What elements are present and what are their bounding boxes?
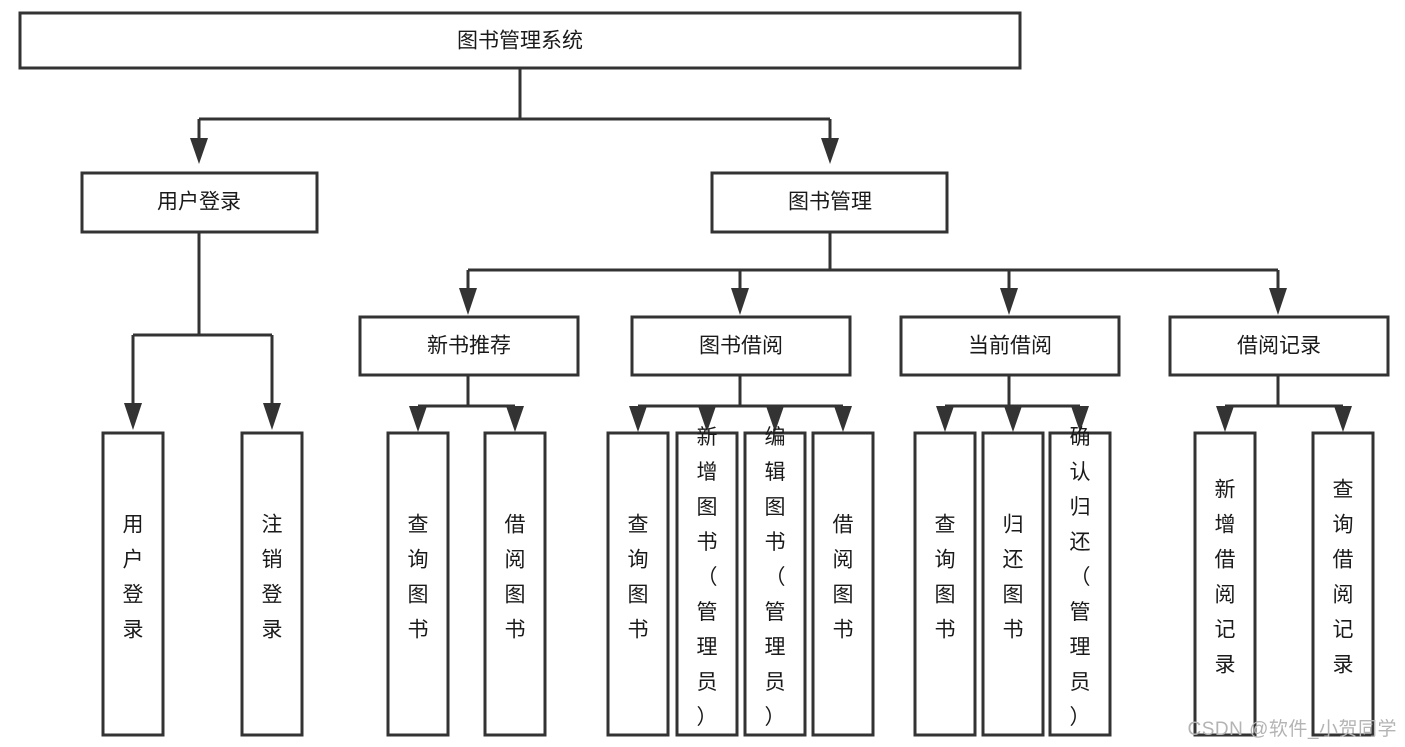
- node-user-login-label: 用户登录: [157, 191, 241, 214]
- node-leaf-borrow-book-2[interactable]: 借阅图书: [811, 431, 875, 737]
- arrow-book-manage-b1-icon: [459, 288, 477, 315]
- edge-group-user-login: [124, 232, 281, 430]
- node-leaf-confirm-return-box[interactable]: [1048, 431, 1112, 737]
- node-leaf-add-book-box[interactable]: [675, 431, 739, 737]
- arrow-root-to-user-login-icon: [190, 138, 208, 164]
- node-leaf-return-book[interactable]: 归还图书: [981, 431, 1045, 737]
- edge-group-root: [190, 68, 839, 164]
- node-leaf-add-book-label: 新增图书（管理员）: [697, 426, 718, 729]
- node-book-borrow-box[interactable]: [630, 315, 852, 377]
- arrow-bb-b3-icon: [766, 406, 784, 432]
- node-leaf-query-book-2-label: 查询图书: [628, 514, 649, 642]
- node-leaf-query-book-1[interactable]: 查询图书: [386, 431, 450, 737]
- node-leaf-user-login-label: 用户登录: [123, 514, 144, 642]
- node-leaf-query-book-3[interactable]: 查询图书: [913, 431, 977, 737]
- node-leaf-query-record-label: 查询借阅记录: [1333, 479, 1354, 677]
- arrow-book-manage-b4-icon: [1269, 288, 1287, 315]
- node-borrow-record-box[interactable]: [1168, 315, 1390, 377]
- node-leaf-borrow-book-2-box[interactable]: [811, 431, 875, 737]
- arrow-cb-b3-icon: [1071, 406, 1089, 432]
- node-user-login-box[interactable]: [80, 171, 319, 234]
- node-leaf-edit-book-label: 编辑图书（管理员）: [765, 426, 786, 729]
- arrow-book-manage-b3-icon: [1000, 288, 1018, 315]
- node-leaf-add-record[interactable]: 新增借阅记录: [1193, 431, 1257, 737]
- arrow-bb-b2-icon: [698, 406, 716, 432]
- node-leaf-edit-book[interactable]: 编辑图书（管理员）: [743, 426, 807, 737]
- node-leaf-borrow-book-2-label: 借阅图书: [833, 514, 854, 642]
- arrow-cb-b2-icon: [1004, 406, 1022, 432]
- edge-group-new-book-recommend: [409, 375, 524, 432]
- node-leaf-query-book-3-label: 查询图书: [935, 514, 956, 642]
- arrow-br-b1-icon: [1216, 406, 1234, 432]
- arrow-bb-b4-icon: [834, 406, 852, 432]
- node-new-book-recommend[interactable]: 新书推荐: [358, 315, 580, 377]
- arrow-user-login-leaf2-icon: [263, 403, 281, 430]
- edge-group-book-manage: [459, 232, 1287, 315]
- node-leaf-query-book-1-box[interactable]: [386, 431, 450, 737]
- node-leaf-confirm-return[interactable]: 确认归还（管理员）: [1048, 426, 1112, 737]
- edge-group-current-borrow: [936, 375, 1089, 432]
- node-new-book-recommend-box[interactable]: [358, 315, 580, 377]
- node-leaf-query-book-2[interactable]: 查询图书: [606, 431, 670, 737]
- node-leaf-return-book-label: 归还图书: [1003, 514, 1024, 642]
- node-leaf-query-record[interactable]: 查询借阅记录: [1311, 431, 1375, 737]
- arrow-nbr-b1-icon: [409, 406, 427, 432]
- node-leaf-user-logout-label: 注销登录: [262, 514, 283, 642]
- node-leaf-add-record-label: 新增借阅记录: [1215, 479, 1236, 677]
- node-book-borrow[interactable]: 图书借阅: [630, 315, 852, 377]
- node-book-manage-box[interactable]: [710, 171, 949, 234]
- node-leaf-return-book-box[interactable]: [981, 431, 1045, 737]
- node-leaf-edit-book-box[interactable]: [743, 431, 807, 737]
- node-root-box[interactable]: [18, 11, 1022, 70]
- node-root[interactable]: 图书管理系统: [18, 11, 1022, 70]
- node-current-borrow-label: 当前借阅: [968, 335, 1052, 358]
- node-leaf-user-login-box[interactable]: [101, 431, 165, 737]
- node-leaf-user-logout-box[interactable]: [240, 431, 304, 737]
- node-leaf-confirm-return-label: 确认归还（管理员）: [1070, 426, 1091, 729]
- node-leaf-borrow-book-1-label: 借阅图书: [505, 514, 526, 642]
- node-book-manage[interactable]: 图书管理: [710, 171, 949, 234]
- node-leaf-query-book-1-label: 查询图书: [408, 514, 429, 642]
- arrow-nbr-b2-icon: [506, 406, 524, 432]
- node-leaf-borrow-book-1[interactable]: 借阅图书: [483, 431, 547, 737]
- node-borrow-record-label: 借阅记录: [1237, 335, 1321, 358]
- arrow-bb-b1-icon: [629, 406, 647, 432]
- node-leaf-user-login[interactable]: 用户登录: [101, 431, 165, 737]
- arrow-br-b2-icon: [1334, 406, 1352, 432]
- arrow-root-to-book-manage-icon: [821, 138, 839, 164]
- node-book-borrow-label: 图书借阅: [699, 335, 783, 358]
- node-current-borrow[interactable]: 当前借阅: [899, 315, 1121, 377]
- node-new-book-recommend-label: 新书推荐: [427, 335, 511, 358]
- node-root-label: 图书管理系统: [457, 30, 583, 53]
- arrow-book-manage-b2-icon: [731, 288, 749, 315]
- node-book-manage-label: 图书管理: [788, 191, 872, 214]
- node-leaf-query-book-2-box[interactable]: [606, 431, 670, 737]
- arrow-user-login-leaf1-icon: [124, 403, 142, 430]
- node-leaf-user-logout[interactable]: 注销登录: [240, 431, 304, 737]
- node-leaf-query-record-box[interactable]: [1311, 431, 1375, 737]
- node-user-login[interactable]: 用户登录: [80, 171, 319, 234]
- node-leaf-borrow-book-1-box[interactable]: [483, 431, 547, 737]
- node-current-borrow-box[interactable]: [899, 315, 1121, 377]
- arrow-cb-b1-icon: [936, 406, 954, 432]
- edge-group-book-borrow: [629, 375, 852, 432]
- node-borrow-record[interactable]: 借阅记录: [1168, 315, 1390, 377]
- node-leaf-add-book[interactable]: 新增图书（管理员）: [675, 426, 739, 737]
- node-leaf-add-record-box[interactable]: [1193, 431, 1257, 737]
- edge-group-borrow-record: [1216, 375, 1352, 432]
- node-leaf-query-book-3-box[interactable]: [913, 431, 977, 737]
